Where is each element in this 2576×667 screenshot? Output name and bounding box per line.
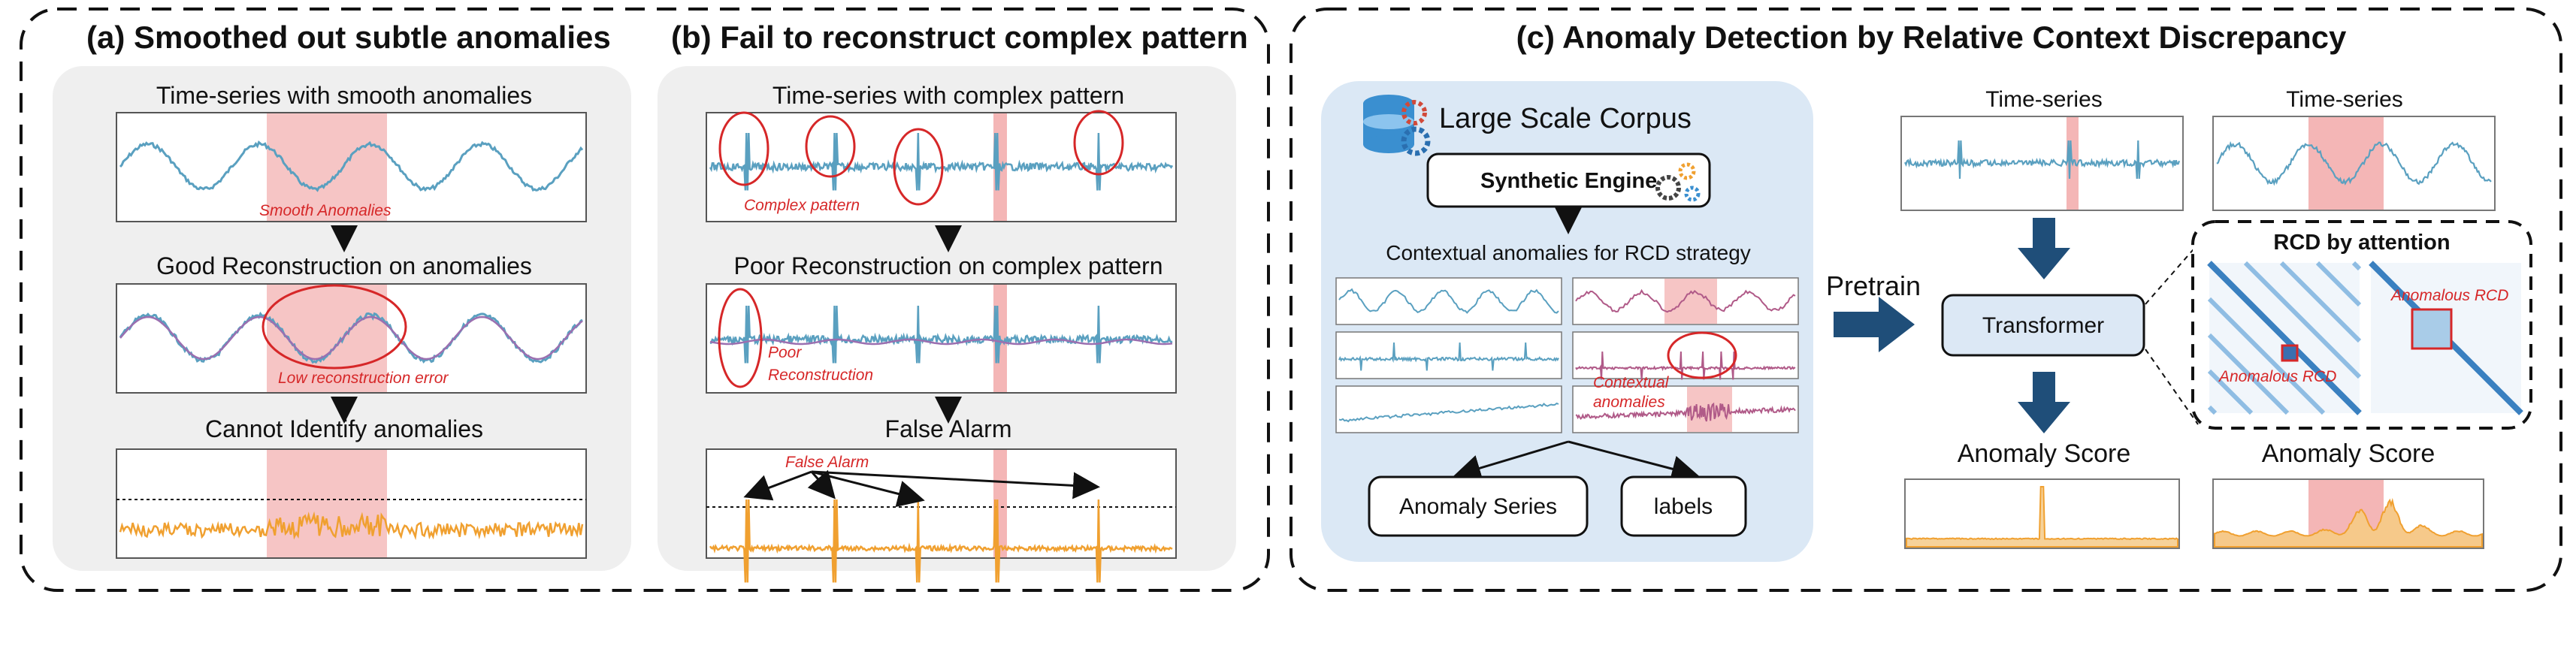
corpus-title: Large Scale Corpus — [1439, 103, 1692, 134]
attention-map-1: Anomalous RCD — [2207, 261, 2362, 415]
attention-stripe — [2207, 297, 2326, 415]
panel-b-title: (b) Fail to reconstruct complex pattern — [671, 20, 1248, 55]
ts-chart-2 — [2212, 116, 2496, 211]
attention-stripe — [2207, 369, 2254, 415]
panel-a-series-chart: Smooth Anomalies — [116, 112, 587, 222]
smooth-anomalies-label: Smooth Anomalies — [259, 202, 392, 219]
panel-b-series-chart: Complex pattern — [706, 110, 1177, 222]
ts-label-1: Time-series — [1985, 87, 2103, 112]
pretrain-label: Pretrain — [1826, 270, 1921, 301]
score-label-2: Anomaly Score — [2262, 439, 2435, 468]
attention-map-2: Anomalous RCD — [2369, 261, 2523, 415]
score-label-1: Anomaly Score — [1958, 439, 2131, 468]
labels-box — [1620, 475, 1747, 537]
transformer-box — [1941, 294, 2145, 357]
anomalous-rcd-label-1: Anomalous RCD — [2218, 368, 2336, 385]
ts-label-2: Time-series — [2286, 87, 2403, 112]
attention-stripe — [2315, 261, 2362, 307]
low-reconstruction-label: Low reconstruction error — [278, 370, 449, 387]
panel-b-step3-label: False Alarm — [885, 415, 1012, 442]
panel-a-reconstruction-chart: Low reconstruction error — [116, 283, 587, 394]
right-dashed-frame — [1290, 8, 2562, 592]
synthetic-engine-label: Synthetic Engine — [1480, 169, 1657, 193]
panel-b-step2-label: Poor Reconstruction on complex pattern — [734, 252, 1163, 279]
database-icon — [1363, 95, 1431, 156]
contextual-anomalies-label-2: anomalies — [1593, 394, 1665, 411]
panel-a-score-chart — [116, 448, 587, 559]
panel-a-step2-label: Good Reconstruction on anomalies — [156, 252, 532, 279]
poor-reconstruction-label-2: Reconstruction — [768, 367, 873, 384]
transformer-label: Transformer — [1982, 313, 2104, 338]
rcd-strategy-label: Contextual anomalies for RCD strategy — [1386, 241, 1751, 264]
panel-b-score-chart: False Alarm — [706, 448, 1177, 583]
attention-stripe — [2207, 333, 2290, 415]
panel-a-step1-label: Time-series with smooth anomalies — [156, 82, 532, 109]
panel-b-step1-label: Time-series with complex pattern — [772, 82, 1124, 109]
anomaly-series-label: Anomaly Series — [1399, 494, 1557, 519]
contextual-anomalies-label-1: Contextual — [1593, 374, 1670, 391]
complex-pattern-label: Complex pattern — [744, 197, 860, 214]
ts-chart-1 — [1900, 116, 2184, 211]
synthetic-engine-box — [1426, 152, 1711, 208]
panel-a-title: (a) Smoothed out subtle anomalies — [86, 20, 611, 55]
pretrain-arrow — [1834, 297, 1915, 352]
down-arrow-navy-2 — [2018, 372, 2070, 433]
rcd-attention-title: RCD by attention — [2273, 231, 2450, 255]
left-dashed-frame — [20, 8, 1270, 592]
false-alarm-label: False Alarm — [785, 454, 869, 471]
panel-c-title: (c) Anomaly Detection by Relative Contex… — [1516, 20, 2347, 55]
attention-stripe — [2207, 261, 2362, 415]
panel-a-step3-label: Cannot Identify anomalies — [205, 415, 483, 442]
attention-stripe — [2207, 405, 2218, 415]
attention-stripe — [2351, 261, 2362, 271]
labels-label: labels — [1654, 494, 1713, 519]
panel-b-reconstruction-chart: Poor Reconstruction — [706, 283, 1177, 394]
gear-icon — [1655, 162, 1701, 202]
score-chart-1 — [1904, 478, 2180, 549]
poor-reconstruction-label-1: Poor — [768, 344, 802, 361]
attention-stripe — [2243, 261, 2362, 379]
attention-stripe — [2279, 261, 2362, 343]
down-arrow-navy-1 — [2018, 218, 2070, 279]
anomaly-series-box — [1368, 475, 1589, 537]
score-chart-2 — [2212, 478, 2484, 549]
corpus-mini-charts: Contextual anomalies — [1335, 277, 1799, 433]
anomalous-rcd-label-2: Anomalous RCD — [2390, 287, 2508, 304]
